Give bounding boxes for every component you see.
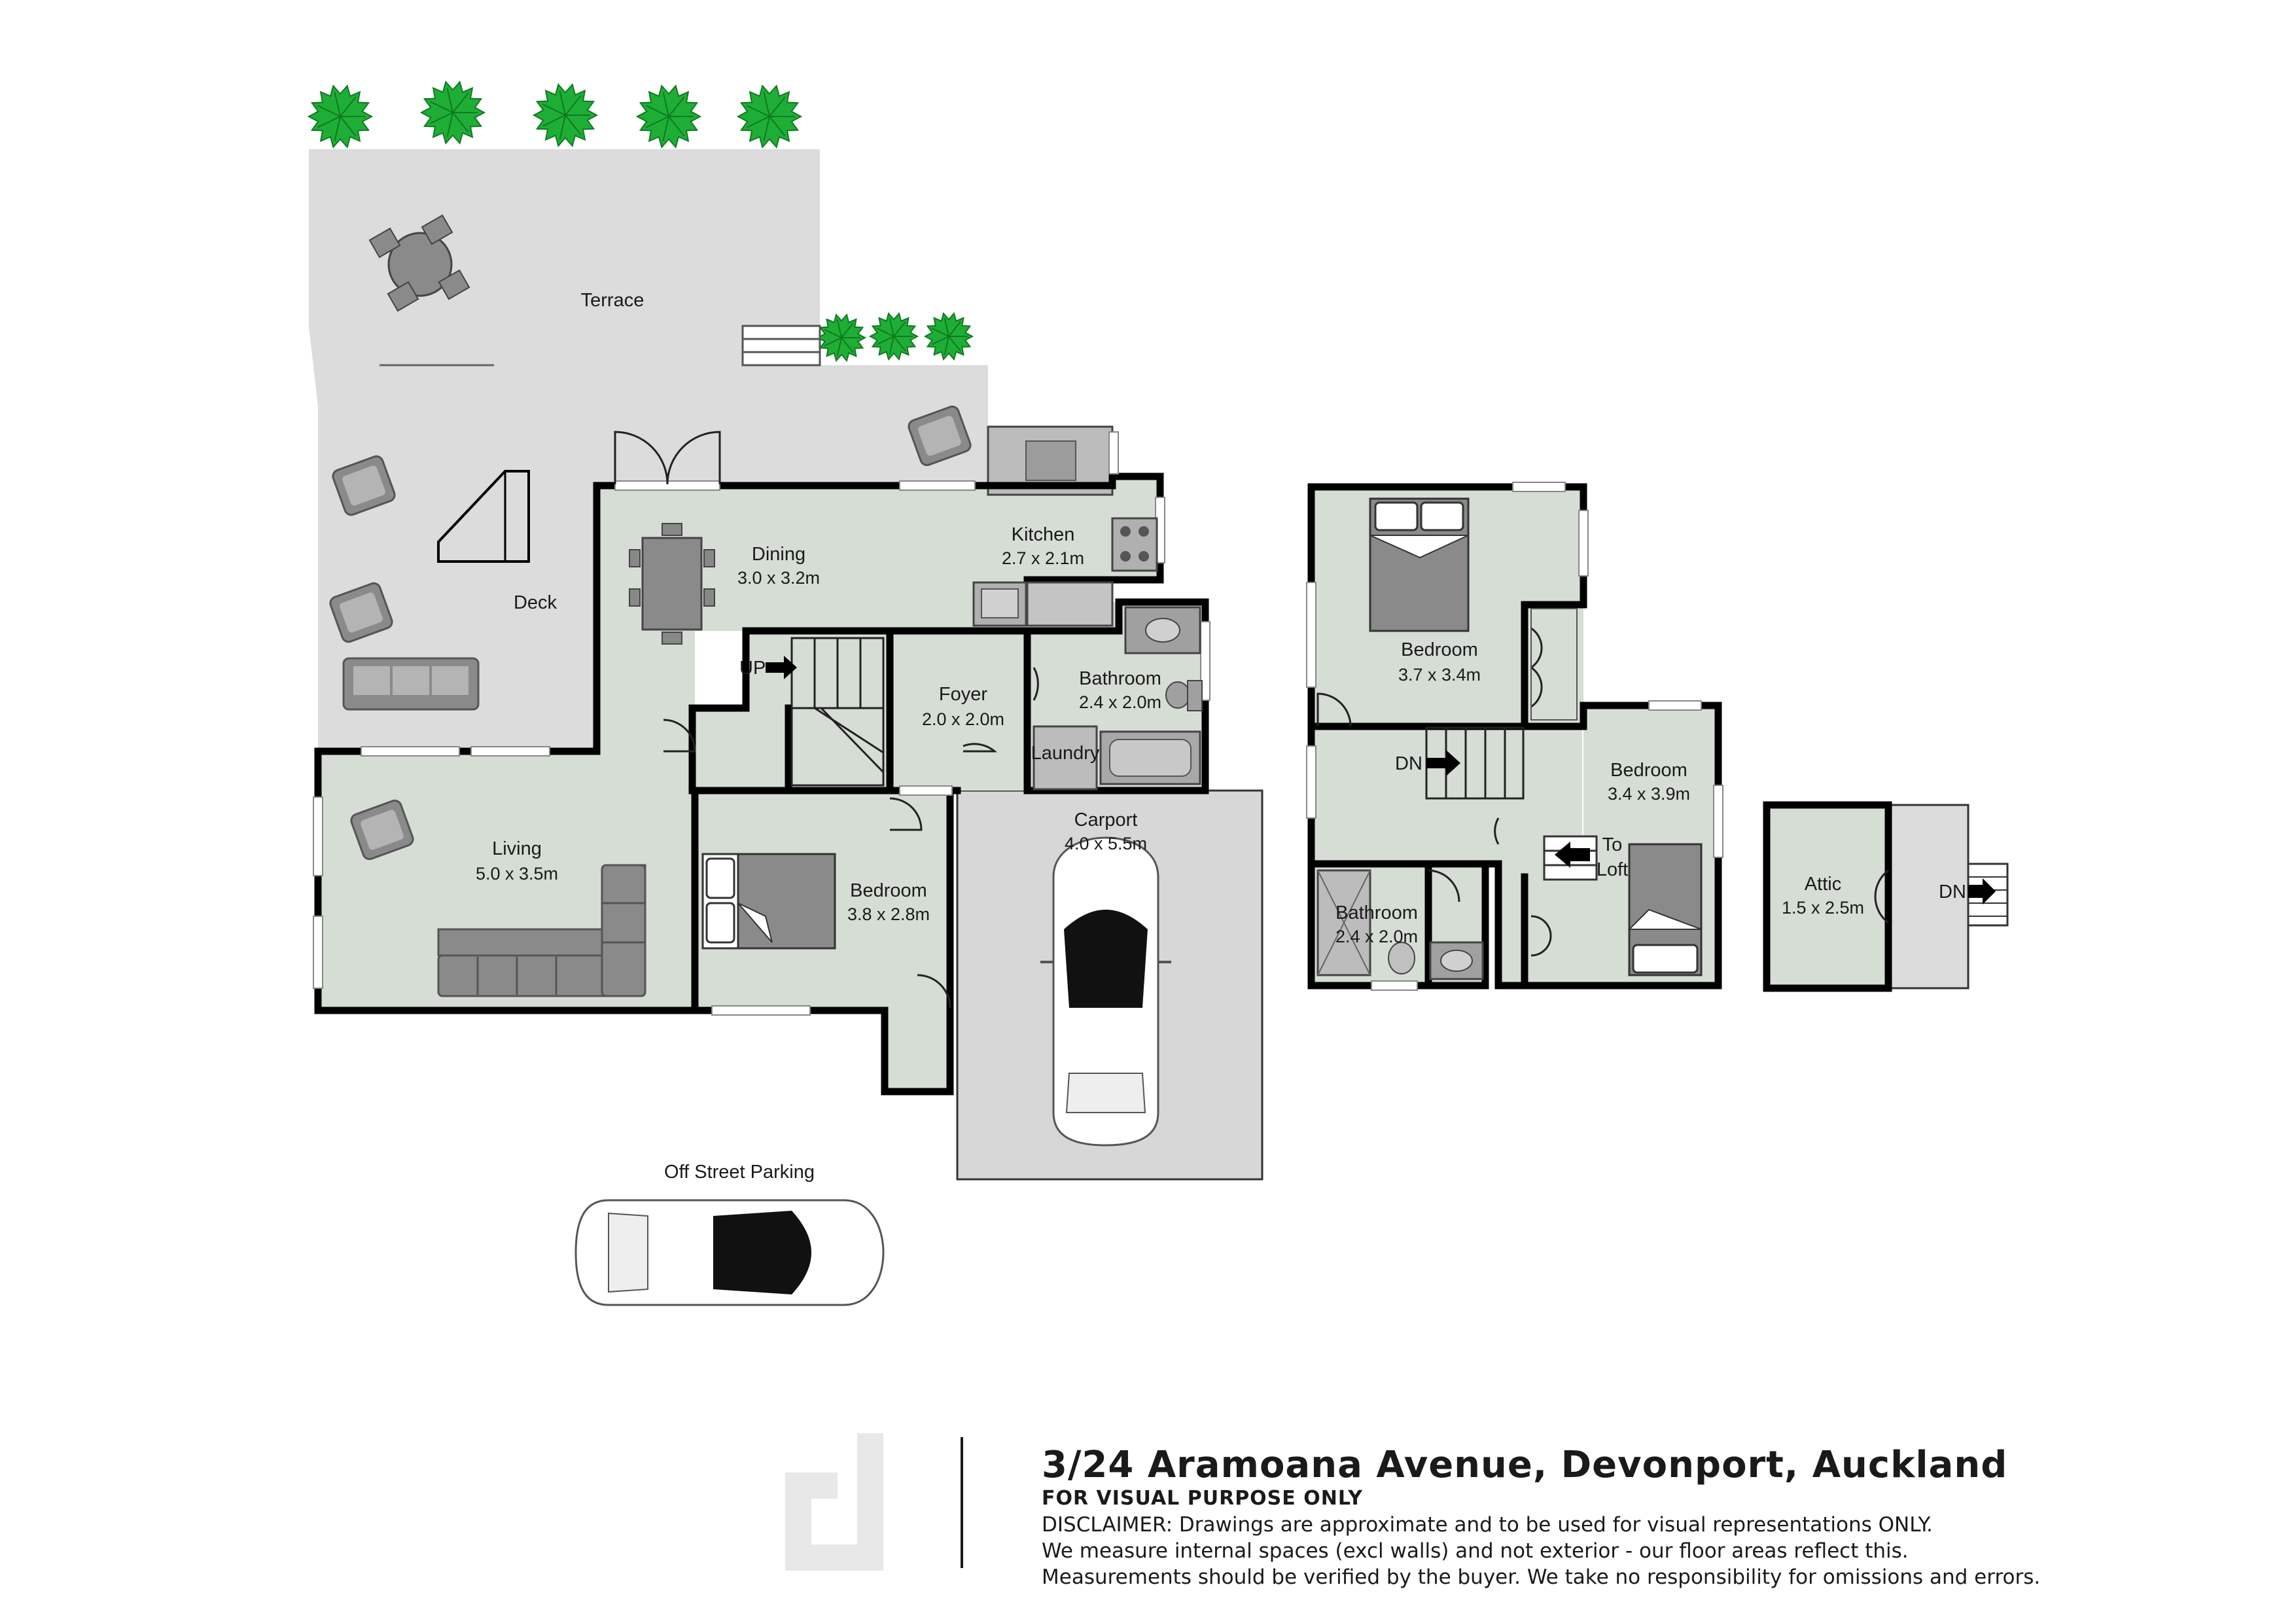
bedroom2-label: Bedroom [1401, 639, 1478, 660]
bathroom2-label: Bathroom [1335, 902, 1418, 923]
tree-icon [868, 312, 919, 361]
tree-icon [532, 83, 599, 147]
bathroom2-fixtures [1316, 869, 1484, 980]
kitchen-fixtures [972, 517, 1158, 627]
tree-icon [419, 80, 486, 145]
deck-label: Deck [514, 592, 557, 613]
terrace-table [368, 214, 470, 312]
dn-label: DN [1395, 753, 1422, 774]
laundry-label: Laundry [1031, 743, 1100, 764]
carport-dim: 4.0 x 5.5m [1065, 834, 1147, 853]
loft-label: Loft [1597, 859, 1628, 880]
attic-walls [1763, 801, 1892, 992]
armchairs [329, 405, 972, 861]
bathroom-fixtures [1033, 606, 1203, 791]
wardrobe [1530, 608, 1578, 721]
to-label: To [1602, 834, 1623, 855]
foyer-dim: 2.0 x 2.0m [922, 709, 1004, 729]
kitchen-label: Kitchen [1012, 524, 1075, 545]
dining-label: Dining [752, 544, 805, 565]
attic-door [1874, 869, 1889, 924]
attic-space [1887, 804, 1969, 990]
tree-icon [816, 313, 867, 363]
room-labels: Terrace Deck Dining 3.0 x 3.2m Kitchen 2… [476, 290, 1864, 1183]
bedroom1-label: Bedroom [850, 880, 927, 901]
ground-doors [614, 431, 1039, 1008]
trees [307, 80, 974, 363]
attic-dn-label: DN [1939, 882, 1966, 902]
foyer-label: Foyer [939, 684, 987, 705]
tree-icon [736, 84, 803, 149]
attic-dn-arrow-icon [1968, 878, 1996, 904]
up-label: UP [739, 658, 766, 679]
deck-ramp [437, 470, 530, 563]
deck-sofa [342, 657, 480, 711]
bedroom2-bed [1369, 497, 1470, 632]
carport-car-icon [1040, 836, 1171, 1147]
ground-stairs [790, 637, 885, 787]
up-arrow-icon [766, 656, 797, 679]
bathroom1-dim: 2.4 x 2.0m [1079, 692, 1161, 712]
bedroom3-label: Bedroom [1610, 760, 1687, 781]
loft-ladder [1543, 835, 1598, 881]
dining-table [629, 523, 715, 645]
dining-dim: 3.0 x 3.2m [737, 568, 820, 588]
bathroom1-label: Bathroom [1079, 668, 1161, 689]
tree-icon [307, 84, 374, 149]
off-street-label: Off Street Parking [664, 1162, 815, 1183]
upper-doors [1316, 627, 1552, 957]
bathroom2-dim: 2.4 x 2.0m [1335, 927, 1418, 946]
terrace-steps [741, 325, 821, 366]
bedroom1-bed [701, 853, 836, 950]
upper-windows [1306, 482, 1723, 991]
terrace-label: Terrace [581, 290, 645, 311]
tree-icon [923, 312, 974, 361]
dn-arrow-icon [1426, 750, 1460, 776]
tree-icon [635, 84, 702, 149]
living-sofa [437, 864, 646, 997]
living-dim: 5.0 x 3.5m [476, 864, 558, 883]
kitchen-dim: 2.7 x 2.1m [1002, 548, 1084, 568]
carport-label: Carport [1074, 810, 1138, 830]
deck-area [318, 365, 988, 751]
attic-room [1767, 805, 1888, 988]
bedroom2-dim: 3.7 x 3.4m [1398, 665, 1481, 685]
bedroom3-bed [1627, 843, 1703, 976]
attic-label: Attic [1805, 874, 1841, 895]
ground-windows [313, 431, 1210, 1016]
bedroom3-dim: 3.4 x 3.9m [1608, 784, 1690, 804]
off-street-car-icon [574, 1199, 885, 1306]
attic-dim: 1.5 x 2.5m [1782, 898, 1864, 918]
living-label: Living [492, 838, 542, 859]
bedroom1-dim: 3.8 x 2.8m [847, 904, 930, 924]
